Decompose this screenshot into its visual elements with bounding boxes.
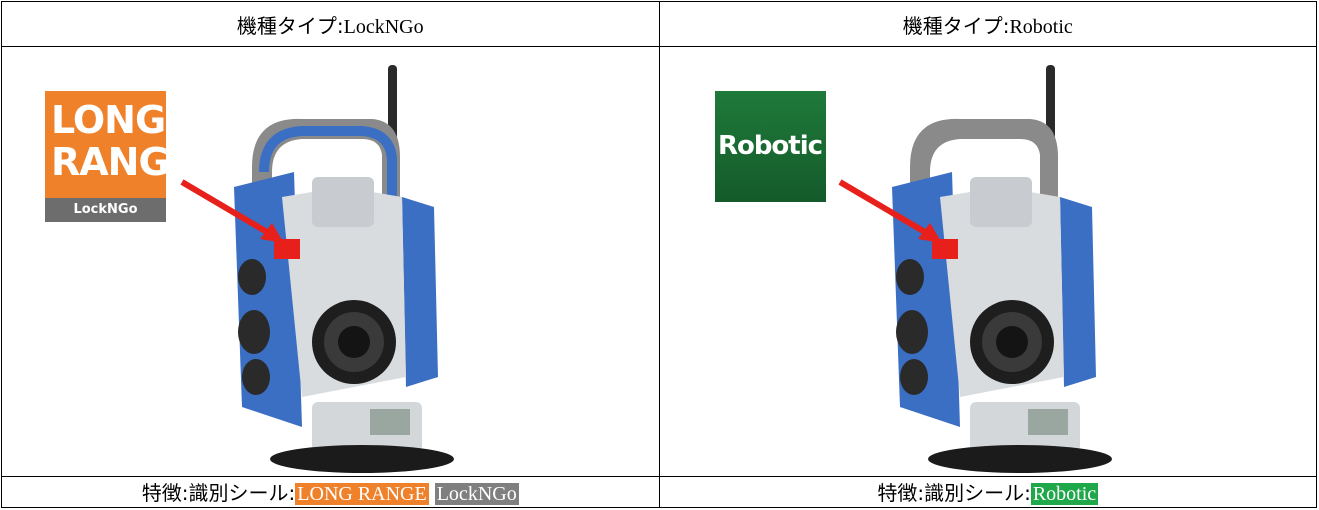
badge-line-1: LONG: [51, 98, 166, 143]
total-station-photo-right: [837, 65, 1112, 474]
long-range-badge-sub: LockNGo: [45, 198, 166, 223]
footer-cell-right: 特徴:識別シール:Robotic: [658, 475, 1317, 509]
header-cell-left: 機種タイプ:LockNGo: [1, 0, 660, 48]
footer-left-label: 特徴:識別シール:: [141, 481, 296, 506]
long-range-badge-top: LONG RANGE: [45, 91, 195, 199]
header-left-value: LockNGo: [343, 15, 424, 38]
footer-left-highlight-long-range: LONG RANGE: [295, 483, 429, 506]
header-right-label: 機種タイプ:: [902, 13, 1010, 38]
badge-line-2: RANGE: [51, 140, 195, 185]
header-left-label: 機種タイプ:: [236, 13, 344, 38]
footer-right-highlight-robotic: Robotic: [1030, 483, 1099, 506]
total-station-photo-left: [180, 65, 454, 474]
long-range-badge: LONG RANGE LockNGo: [45, 91, 195, 223]
footer-right-label: 特徴:識別シール:: [877, 481, 1031, 506]
image-cell-right: Robotic: [658, 46, 1317, 477]
image-row: LONG RANGE LockNGo: [1, 46, 1317, 477]
header-right-value: Robotic: [1009, 15, 1073, 38]
image-cell-left: LONG RANGE LockNGo: [1, 46, 660, 477]
header-cell-right: 機種タイプ:Robotic: [658, 0, 1317, 48]
footer-left-highlight-lockngo: LockNGo: [434, 483, 519, 506]
header-row: 機種タイプ:LockNGo 機種タイプ:Robotic: [1, 0, 1317, 48]
robotic-badge: Robotic: [714, 91, 826, 203]
